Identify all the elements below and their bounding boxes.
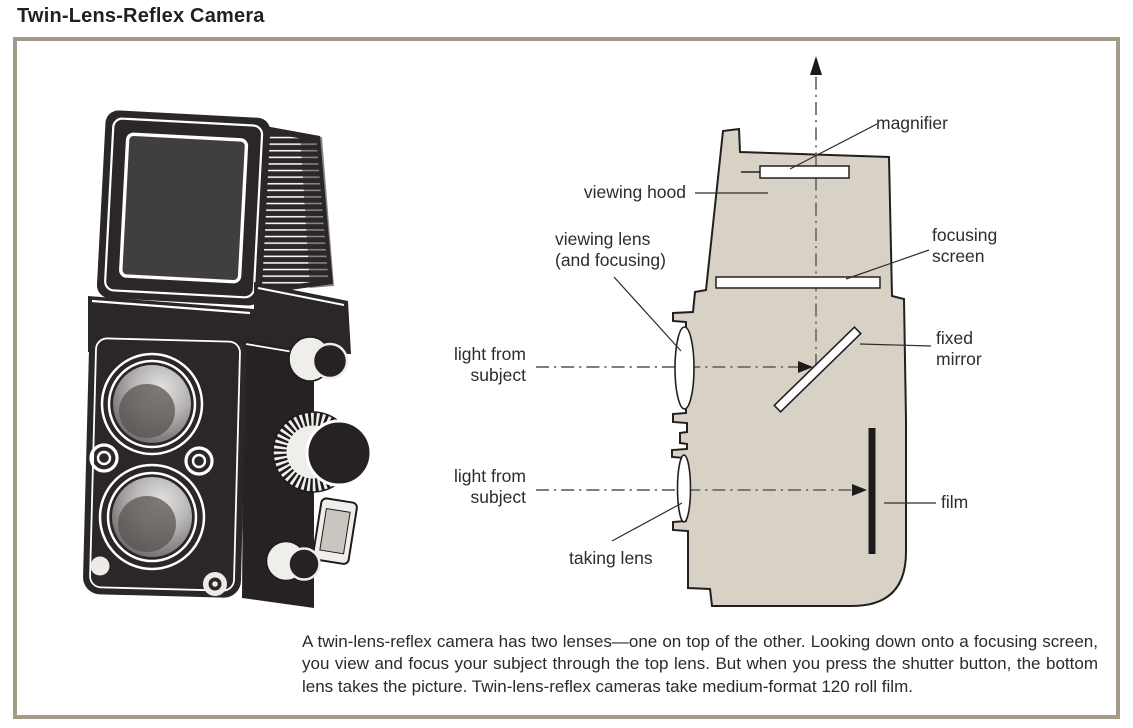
- fixed-mirror-shape: [773, 326, 862, 413]
- film-advance-knob-bottom: [265, 540, 321, 582]
- label-taking-lens: taking lens: [569, 548, 653, 568]
- label-focusing-screen-line2: screen: [932, 246, 985, 266]
- label-light-lower-line1: light from: [454, 466, 526, 486]
- label-fixed-mirror-line1: fixed: [936, 328, 973, 348]
- viewing-lens-shape: [674, 326, 695, 410]
- light-path-upper: [536, 361, 813, 373]
- tlr-cross-section-diagram: [536, 56, 936, 607]
- focusing-screen-shape: [715, 276, 881, 289]
- back-latch: [312, 497, 358, 565]
- film-shape: [868, 428, 876, 554]
- label-viewing-lens: viewing lens (and focusing): [555, 229, 666, 271]
- focusing-knob: [272, 411, 373, 493]
- label-fixed-mirror: fixed mirror: [936, 328, 982, 370]
- front-detail-rings: [89, 443, 227, 596]
- label-focusing-screen: focusing screen: [932, 225, 997, 267]
- label-viewing-lens-line2: (and focusing): [555, 250, 666, 270]
- label-fixed-mirror-line2: mirror: [936, 349, 982, 369]
- label-light-from-subject-lower: light from subject: [429, 466, 526, 508]
- illustration-taking-lens: [98, 463, 206, 571]
- viewing-hood-panel: [96, 110, 271, 306]
- viewfinder-bellows: [247, 124, 334, 296]
- illustration-viewing-lens: [100, 352, 204, 456]
- film-advance-knob-top: [288, 336, 349, 382]
- label-viewing-lens-line1: viewing lens: [555, 229, 651, 249]
- label-film: film: [941, 492, 969, 512]
- label-viewing-hood: viewing hood: [583, 182, 686, 202]
- label-leader-lines: [611, 123, 936, 542]
- taking-lens-shape: [676, 454, 692, 523]
- label-light-lower-line2: subject: [470, 487, 526, 507]
- tlr-camera-illustration: [83, 110, 373, 608]
- label-light-upper-line2: subject: [470, 365, 526, 385]
- label-magnifier: magnifier: [876, 113, 948, 133]
- figure-caption: A twin-lens-reflex camera has two lenses…: [302, 632, 1098, 696]
- label-light-from-subject-upper: light from subject: [429, 344, 526, 386]
- figure-title: Twin-Lens-Reflex Camera: [17, 5, 265, 27]
- light-path-lower: [536, 484, 867, 496]
- camera-side-panel: [242, 340, 314, 608]
- light-path-vertical: [810, 56, 822, 367]
- magnifier-shape: [759, 165, 850, 179]
- label-light-upper-line1: light from: [454, 344, 526, 364]
- label-focusing-screen-line1: focusing: [932, 225, 998, 245]
